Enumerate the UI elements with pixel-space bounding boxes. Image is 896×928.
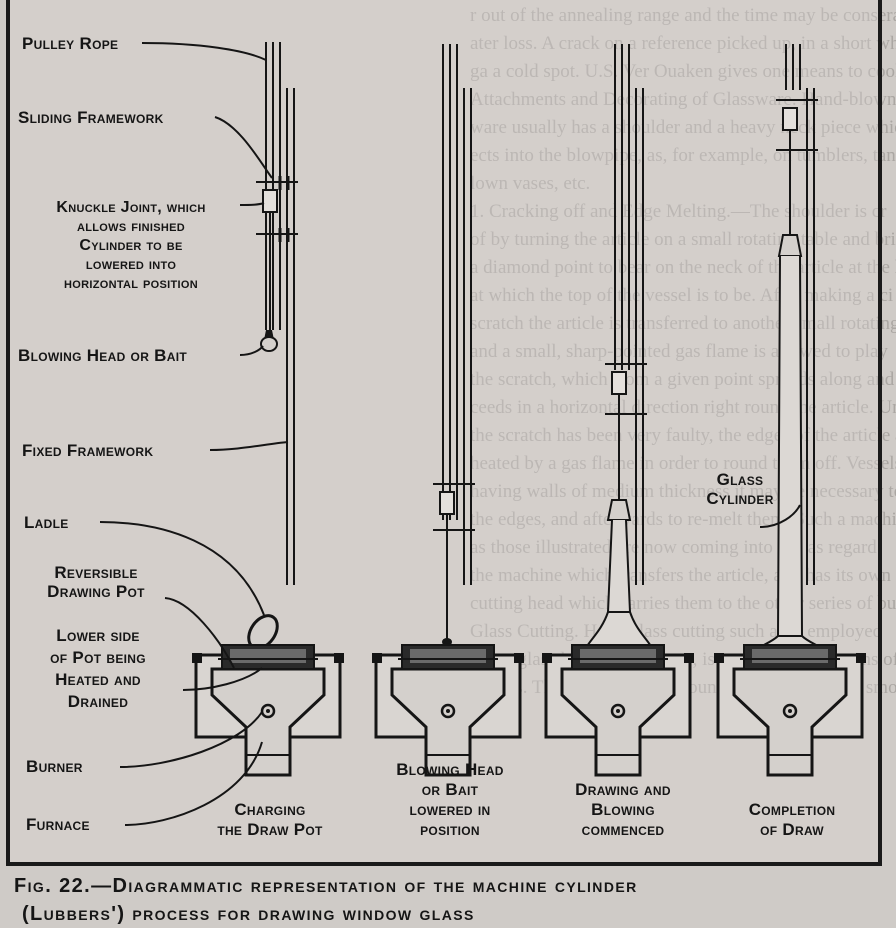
stage-2-caption: Blowing Head or Bait lowered in position: [396, 760, 504, 839]
stage-1-apparatus: [190, 42, 346, 777]
furnace-label: Furnace: [26, 815, 90, 834]
stage-4-apparatus: [712, 44, 868, 777]
stage-3-apparatus: [540, 44, 696, 777]
burner-label: Burner: [26, 757, 83, 776]
sliding-framework-label: Sliding Framework: [18, 108, 164, 127]
reversible-pot-label: Reversible Drawing Pot: [47, 563, 145, 601]
pulley-rope-label: Pulley Rope: [22, 34, 119, 53]
lower-side-label: Lower side of Pot being Heated and Drain…: [50, 626, 146, 711]
knuckle-joint-label: Knuckle Joint, which allows finished Cyl…: [56, 199, 206, 292]
stage-1-caption: Charging the Draw Pot: [217, 800, 323, 839]
fixed-framework-label: Fixed Framework: [22, 441, 154, 460]
stage-2-apparatus: [370, 44, 526, 777]
leader-lines: [99, 42, 801, 826]
blowing-head-label: Blowing Head or Bait: [18, 346, 187, 365]
figure-caption: Fig. 22.—Diagrammatic representation of …: [14, 875, 638, 925]
stage-4-caption: Completion of Draw: [748, 800, 836, 839]
ladle-label: Ladle: [24, 513, 69, 532]
stage-3-caption: Drawing and Blowing commenced: [575, 780, 671, 839]
glass-cylinder-label: Glass Cylinder: [706, 470, 774, 508]
